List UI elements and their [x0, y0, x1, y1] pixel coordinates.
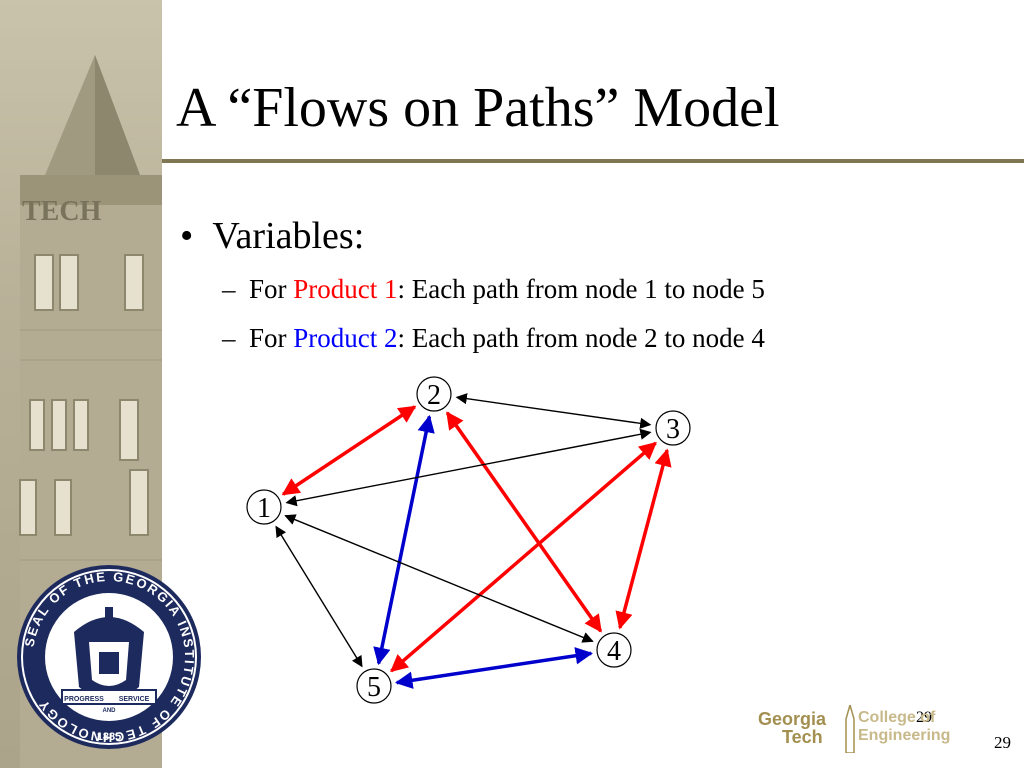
page-number: 29: [994, 733, 1011, 752]
sub-bullet-marker: –: [222, 274, 236, 304]
product-1-label: Product 1: [293, 274, 398, 304]
logo-college: College of: [858, 709, 936, 726]
sub-bullet-product-1: – For Product 1: Each path from node 1 t…: [222, 276, 765, 303]
slide-title: A “Flows on Paths” Model: [176, 77, 780, 139]
node-1: 1: [246, 489, 282, 525]
sub-bullet-suffix: : Each path from node 1 to node 5: [397, 274, 765, 304]
edge-3-4: [615, 448, 672, 630]
node-label: 1: [257, 493, 271, 524]
edge-1-4: [284, 514, 594, 643]
edge-1-3: [285, 428, 652, 507]
node-circle: [596, 632, 632, 668]
seal-banner-and: AND: [103, 708, 117, 714]
sub-bullet-product-2: – For Product 2: Each path from node 2 t…: [222, 325, 765, 352]
building-sign: TECH: [22, 196, 102, 227]
edge-5-4: [395, 647, 593, 689]
node-circle: [246, 489, 282, 525]
node-5: 5: [356, 668, 392, 704]
node-circle: [356, 668, 392, 704]
bullet-variables: • Variables:: [180, 217, 364, 255]
georgia-tech-seal: SEAL OF THE GEORGIA INSTITUTE OF TECHNOL…: [17, 565, 201, 749]
node-circle: [655, 410, 691, 446]
node-label: 5: [367, 672, 381, 703]
seal-year: 1885: [97, 731, 121, 743]
sub-bullet-prefix: For: [249, 323, 294, 353]
node-label: 3: [666, 414, 680, 445]
logo-georgia: Georgia: [758, 709, 827, 729]
node-4: 4: [596, 632, 632, 668]
node-circle: [416, 376, 452, 412]
node-label: 4: [607, 636, 621, 667]
sub-bullet-prefix: For: [249, 274, 294, 304]
title-divider: [162, 159, 1024, 163]
georgia-tech-coe-logo: Georgia Tech College of Engineering: [756, 705, 976, 755]
logo-tower-icon: [845, 705, 855, 753]
sub-bullet-suffix: : Each path from node 2 to node 4: [397, 323, 765, 353]
seal-banner-right: SERVICE: [119, 696, 150, 703]
seal-banner-left: PROGRESS: [64, 696, 104, 703]
node-2: 2: [416, 376, 452, 412]
node-3: 3: [655, 410, 691, 446]
edge-1-5: [275, 525, 363, 668]
product-2-label: Product 2: [293, 323, 398, 353]
logo-engineering: Engineering: [858, 727, 951, 744]
sub-bullet-marker: –: [222, 323, 236, 353]
node-label: 2: [427, 380, 441, 411]
edge-2-3: [455, 393, 652, 429]
logo-tech: Tech: [782, 727, 823, 747]
edge-2-4: [445, 411, 603, 633]
page-number-small: 29: [916, 709, 932, 726]
edge-2-5: [373, 414, 435, 666]
bullet-marker: •: [180, 215, 194, 257]
bullet-text: Variables:: [212, 215, 365, 257]
